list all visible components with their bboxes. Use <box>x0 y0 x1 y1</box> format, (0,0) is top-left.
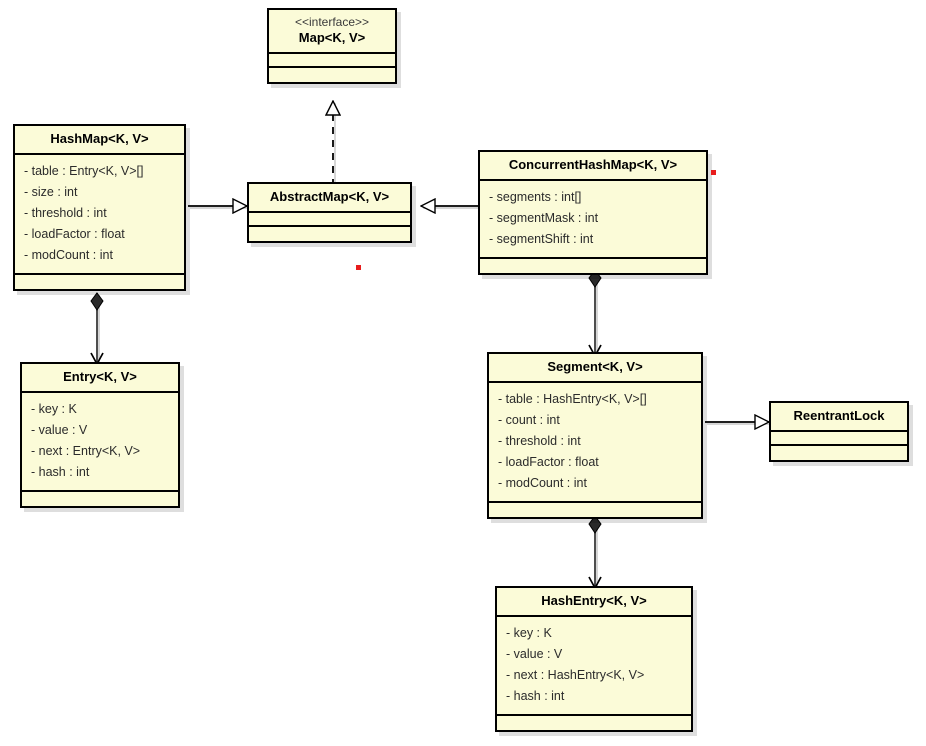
class-operations-hashentry <box>497 716 691 730</box>
attribute-row: - size : int <box>24 185 78 199</box>
selection-marker-dot[interactable] <box>356 265 361 270</box>
class-box-hashentry[interactable]: HashEntry<K, V> - key : K - value : V - … <box>495 586 693 732</box>
class-attributes-reentrantlock <box>771 432 907 446</box>
class-operations-hashmap <box>15 275 184 289</box>
class-name-abstractmap: AbstractMap<K, V> <box>269 189 390 204</box>
class-title-concurrenthashmap: ConcurrentHashMap<K, V> <box>480 152 706 181</box>
attribute-row: - value : V <box>31 423 88 437</box>
class-name-segment: Segment<K, V> <box>547 359 643 374</box>
class-box-concurrenthashmap[interactable]: ConcurrentHashMap<K, V> - segments : int… <box>478 150 708 275</box>
class-title-reentrantlock: ReentrantLock <box>771 403 907 432</box>
class-attributes-hashentry: - key : K - value : V - next : HashEntry… <box>497 617 691 716</box>
class-box-reentrantlock[interactable]: ReentrantLock <box>769 401 909 462</box>
class-attributes-concurrenthashmap: - segments : int[] - segmentMask : int -… <box>480 181 706 259</box>
class-name-map: Map<K, V> <box>298 30 366 45</box>
attribute-row: - threshold : int <box>24 206 107 220</box>
attribute-row: - key : K <box>506 626 552 640</box>
attribute-row: - table : HashEntry<K, V>[] <box>498 392 647 406</box>
attribute-row: - key : K <box>31 402 77 416</box>
class-operations-reentrantlock <box>771 446 907 460</box>
attribute-row: - modCount : int <box>498 476 587 490</box>
class-title-map: <<interface>> Map<K, V> <box>269 10 395 54</box>
class-title-abstractmap: AbstractMap<K, V> <box>249 184 410 213</box>
class-title-segment: Segment<K, V> <box>489 354 701 383</box>
attribute-row: - segmentShift : int <box>489 232 594 246</box>
attribute-row: - table : Entry<K, V>[] <box>24 164 144 178</box>
attribute-row: - count : int <box>498 413 560 427</box>
attribute-row: - threshold : int <box>498 434 581 448</box>
class-operations-abstractmap <box>249 227 410 241</box>
attribute-row: - hash : int <box>31 465 90 479</box>
class-operations-map <box>269 68 395 82</box>
class-operations-entry <box>22 492 178 506</box>
class-operations-segment <box>489 503 701 517</box>
class-attributes-map <box>269 54 395 68</box>
attribute-row: - next : Entry<K, V> <box>31 444 141 458</box>
class-title-hashmap: HashMap<K, V> <box>15 126 184 155</box>
class-name-reentrantlock: ReentrantLock <box>793 408 885 423</box>
class-operations-concurrenthashmap <box>480 259 706 273</box>
class-name-concurrenthashmap: ConcurrentHashMap<K, V> <box>508 157 678 172</box>
attribute-row: - loadFactor : float <box>24 227 125 241</box>
attribute-row: - segmentMask : int <box>489 211 599 225</box>
class-box-segment[interactable]: Segment<K, V> - table : HashEntry<K, V>[… <box>487 352 703 519</box>
class-title-entry: Entry<K, V> <box>22 364 178 393</box>
class-box-abstractmap[interactable]: AbstractMap<K, V> <box>247 182 412 243</box>
class-box-map[interactable]: <<interface>> Map<K, V> <box>267 8 397 84</box>
class-stereotype-map: <<interface>> <box>294 15 370 29</box>
class-attributes-entry: - key : K - value : V - next : Entry<K, … <box>22 393 178 492</box>
class-title-hashentry: HashEntry<K, V> <box>497 588 691 617</box>
class-attributes-abstractmap <box>249 213 410 227</box>
class-box-hashmap[interactable]: HashMap<K, V> - table : Entry<K, V>[] - … <box>13 124 186 291</box>
class-box-entry[interactable]: Entry<K, V> - key : K - value : V - next… <box>20 362 180 508</box>
selection-marker-dot[interactable] <box>711 170 716 175</box>
class-attributes-hashmap: - table : Entry<K, V>[] - size : int - t… <box>15 155 184 275</box>
class-name-hashmap: HashMap<K, V> <box>50 131 149 146</box>
class-attributes-segment: - table : HashEntry<K, V>[] - count : in… <box>489 383 701 503</box>
attribute-row: - modCount : int <box>24 248 113 262</box>
class-name-hashentry: HashEntry<K, V> <box>541 593 647 608</box>
attribute-row: - segments : int[] <box>489 190 582 204</box>
attribute-row: - hash : int <box>506 689 565 703</box>
attribute-row: - next : HashEntry<K, V> <box>506 668 645 682</box>
attribute-row: - loadFactor : float <box>498 455 599 469</box>
class-name-entry: Entry<K, V> <box>63 369 137 384</box>
attribute-row: - value : V <box>506 647 563 661</box>
